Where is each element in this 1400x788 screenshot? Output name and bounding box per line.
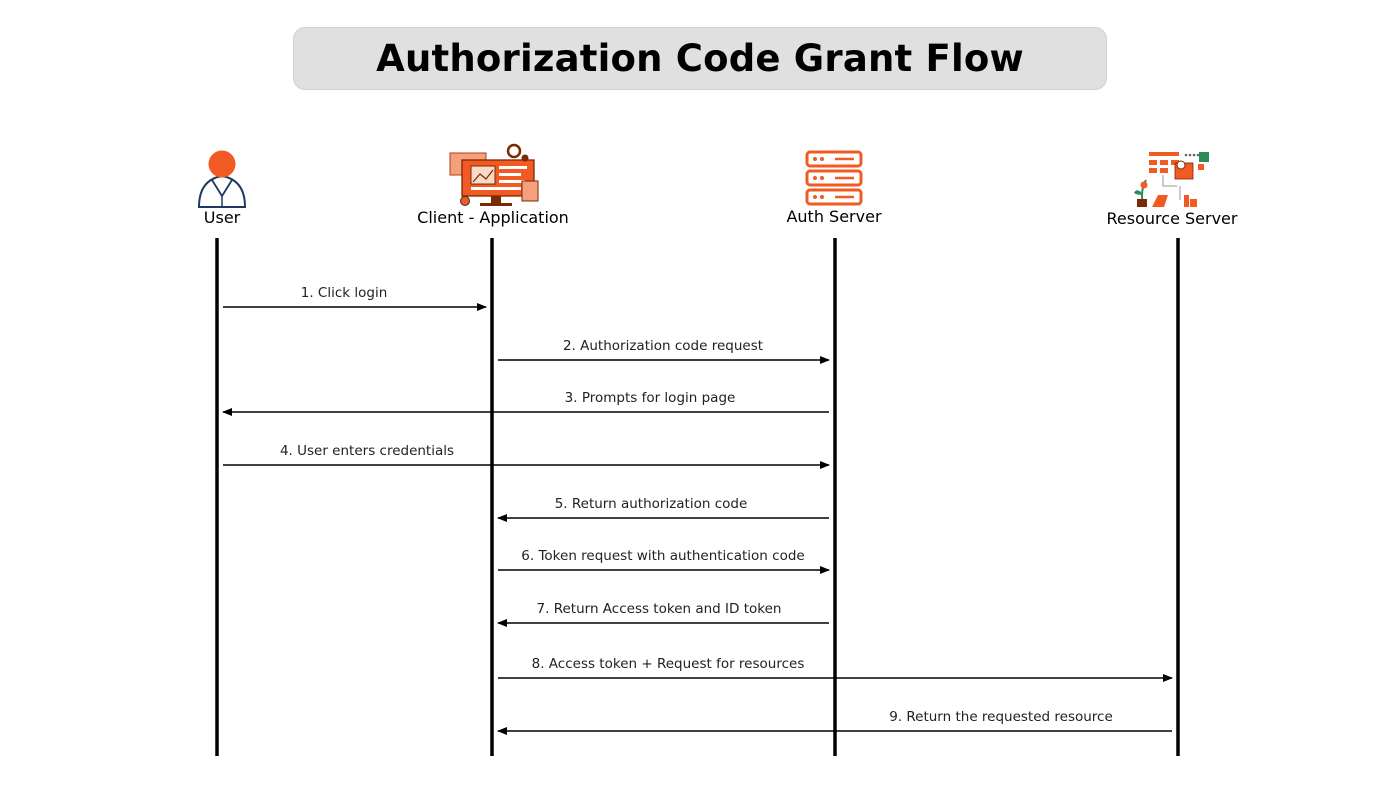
actor-label-client: Client - Application xyxy=(417,208,569,227)
diagram-title: Authorization Code Grant Flow xyxy=(376,37,1024,80)
message-label-9: 9. Return the requested resource xyxy=(889,709,1113,725)
message-label-8: 8. Access token + Request for resources xyxy=(532,656,805,672)
message-label-1: 1. Click login xyxy=(301,285,388,301)
message-label-6: 6. Token request with authentication cod… xyxy=(521,548,804,564)
message-label-7: 7. Return Access token and ID token xyxy=(537,601,782,617)
message-label-5: 5. Return authorization code xyxy=(555,496,748,512)
resource-server-icon xyxy=(1134,152,1209,207)
user-icon xyxy=(197,150,247,208)
title-bar: Authorization Code Grant Flow xyxy=(293,27,1107,90)
actor-label-auth: Auth Server xyxy=(786,207,881,226)
application-icon xyxy=(449,143,539,206)
server-icon xyxy=(805,150,863,206)
message-label-2: 2. Authorization code request xyxy=(563,338,763,354)
message-label-4: 4. User enters credentials xyxy=(280,443,454,459)
actor-label-user: User xyxy=(204,208,241,227)
actor-label-resource: Resource Server xyxy=(1107,209,1238,228)
message-label-3: 3. Prompts for login page xyxy=(565,390,736,406)
